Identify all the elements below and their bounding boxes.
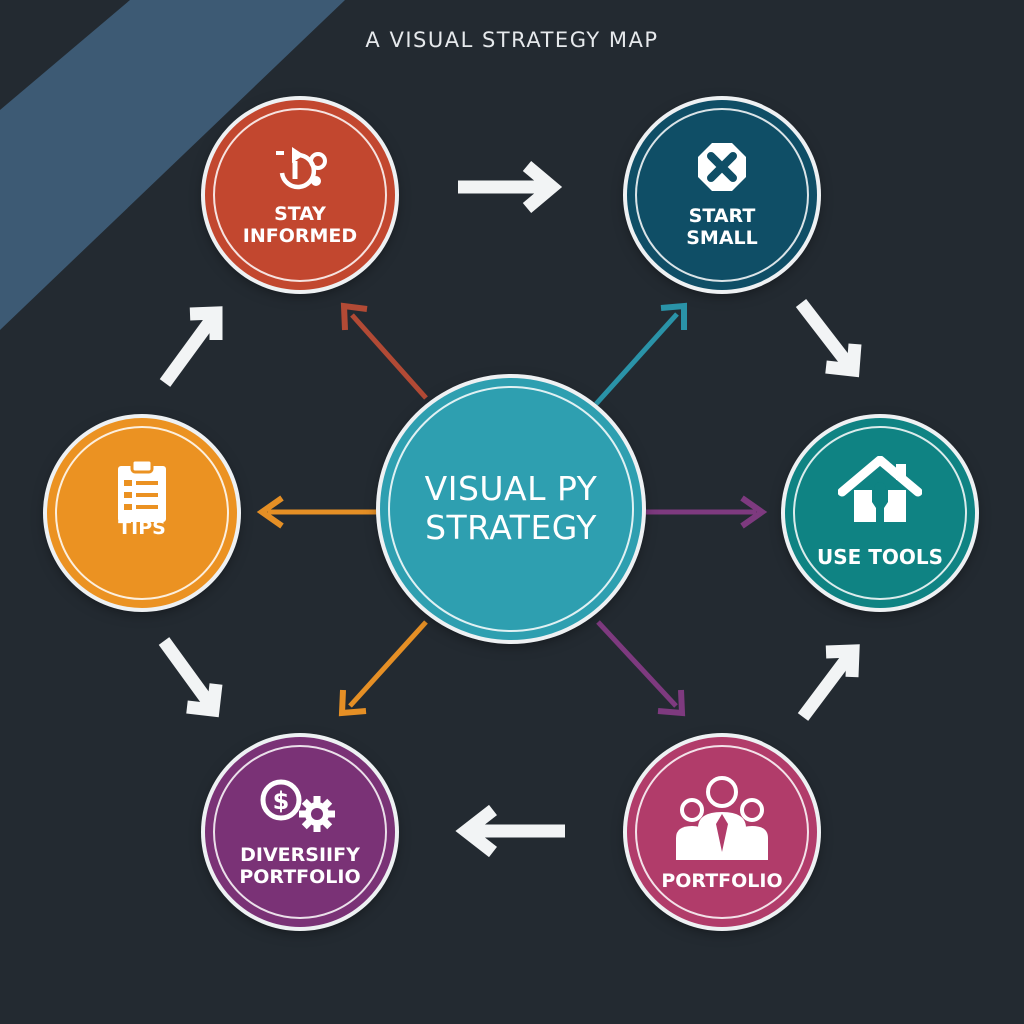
node-diversify-portfolio: $ DIVERSIIFY PORTFOLIO: [205, 737, 395, 927]
node-label-use-tools: USE TOOLS: [816, 545, 944, 569]
node-label-start-small: START SMALL: [686, 204, 758, 249]
arrow-portfolio-to-diversify: [455, 804, 565, 858]
dollar-gear-icon: $: [260, 779, 335, 832]
x-octagon-icon: [698, 142, 746, 191]
arrow-stay-to-start: [458, 161, 563, 213]
house-icon: [838, 456, 922, 522]
node-ring: [635, 108, 809, 282]
node-label-tips: TIPS: [118, 516, 166, 539]
arrow-center-to-diversify: [338, 620, 428, 717]
node-portfolio: PORTFOLIO: [627, 737, 817, 927]
node-ring: [213, 108, 387, 282]
node-label-stay-informed: STAY INFORMED: [242, 202, 358, 247]
arrow-tips-to-stay: [159, 306, 223, 387]
node-start-small: START SMALL: [627, 100, 817, 290]
node-center-strategy: VISUAL PY STRATEGY: [380, 378, 642, 640]
page-title: A VISUAL STRATEGY MAP: [365, 28, 659, 52]
arrow-center-to-start: [594, 302, 687, 406]
people-icon: [676, 775, 768, 860]
node-stay-informed: STAY INFORMED: [205, 100, 395, 290]
arrow-start-to-tools: [795, 299, 862, 378]
arrow-tips-to-diversify: [158, 637, 223, 718]
node-tips: TIPS: [47, 418, 237, 608]
refresh-gears-icon: [276, 146, 327, 189]
arrow-portfolio-to-tools: [797, 644, 860, 721]
arrow-center-to-tools: [644, 495, 768, 529]
node-ring: [55, 426, 229, 600]
arrow-center-to-portfolio: [596, 620, 686, 717]
node-label-diversify-portfolio: DIVERSIIFY PORTFOLIO: [239, 843, 361, 888]
node-label-portfolio: PORTFOLIO: [661, 869, 783, 892]
node-ring: [635, 745, 809, 919]
node-use-tools: USE TOOLS: [785, 418, 975, 608]
clipboard-checklist-icon: [118, 458, 166, 522]
arrow-center-to-stay: [340, 302, 428, 400]
node-ring: [213, 745, 387, 919]
node-ring: [388, 386, 634, 632]
arrow-center-to-tips: [256, 495, 378, 529]
node-ring: [793, 426, 967, 600]
svg-text:$: $: [273, 787, 290, 815]
node-label-center: VISUAL PY STRATEGY: [424, 469, 598, 547]
